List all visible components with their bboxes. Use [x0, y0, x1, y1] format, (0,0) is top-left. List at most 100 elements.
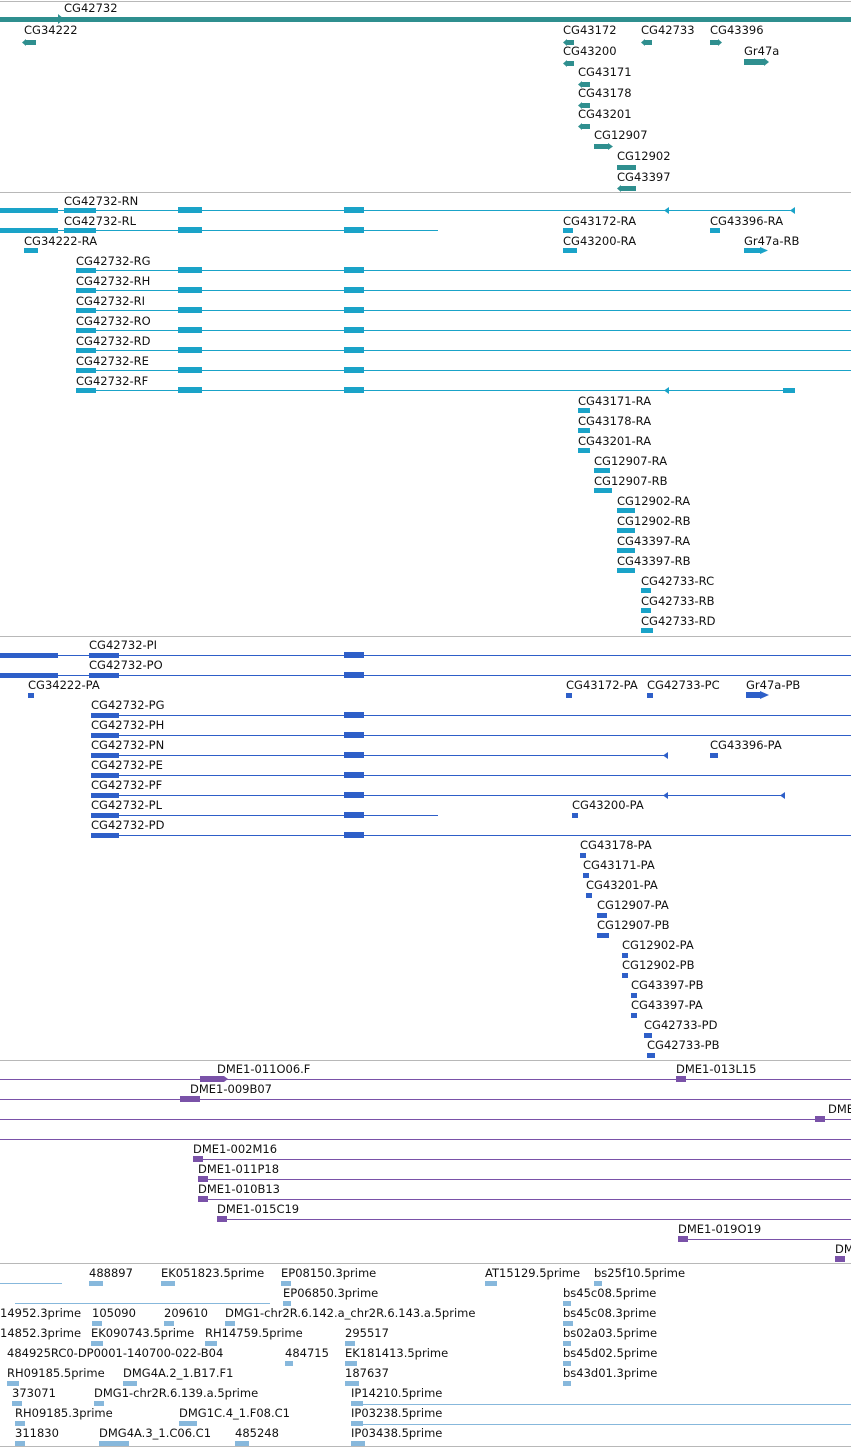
mrna-track-feature-label[interactable]: CG42732-RG — [76, 254, 151, 268]
gene-track-feature-label[interactable]: CG12907 — [594, 128, 648, 142]
gene-track-feature-label[interactable]: CG43172 — [563, 23, 617, 37]
protein-track-feature-label[interactable]: CG43178-PA — [580, 838, 652, 852]
est-track-feature-label[interactable]: EK181413.5prime — [345, 1346, 448, 1360]
protein-track[interactable] — [0, 652, 851, 1058]
est-track-feature-label[interactable]: EK090743.5prime — [91, 1326, 194, 1340]
est-track-feature-label[interactable]: DMG1C.4_1.F08.C1 — [179, 1406, 290, 1420]
protein-track-feature-label[interactable]: CG42732-PO — [89, 658, 163, 672]
mrna-track-feature-label[interactable]: CG43178-RA — [578, 414, 651, 428]
est-track-feature-label[interactable]: RH09185.5prime — [7, 1366, 105, 1380]
gene-track[interactable] — [0, 14, 851, 192]
clone-track-feature-label[interactable]: DME1 — [828, 1102, 851, 1116]
gene-track-feature-label[interactable]: CG43171 — [578, 65, 632, 79]
protein-track-feature-label[interactable]: CG42732-PD — [91, 818, 165, 832]
protein-track-feature-label[interactable]: CG42733-PD — [644, 1018, 718, 1032]
gene-track-feature-label[interactable]: Gr47a — [744, 44, 779, 58]
mrna-track-feature-label[interactable]: Gr47a-RB — [744, 234, 799, 248]
protein-track-feature-label[interactable]: CG12902-PB — [622, 958, 695, 972]
protein-track-feature-label[interactable]: CG12902-PA — [622, 938, 694, 952]
mrna-track-feature-label[interactable]: CG43201-RA — [578, 434, 651, 448]
mrna-track-feature-label[interactable]: CG34222-RA — [24, 234, 97, 248]
clone-track-feature-label[interactable]: DME1-011P18 — [198, 1162, 279, 1176]
est-track-feature-label[interactable]: 484925RC0-DP0001-140700-022-B04 — [7, 1346, 223, 1360]
protein-track-feature-label[interactable]: CG42732-PN — [91, 738, 164, 752]
est-track-feature-label[interactable]: DMG1-chr2R.6.142.a_chr2R.6.143.a.5prime — [225, 1306, 475, 1320]
est-track-feature-label[interactable]: IP03438.5prime — [351, 1426, 442, 1440]
est-track-feature-label[interactable]: DMG1-chr2R.6.139.a.5prime — [94, 1386, 258, 1400]
clone-track-feature-label[interactable]: DME1-002M16 — [193, 1142, 277, 1156]
mrna-track-feature-label[interactable]: CG42732-RD — [76, 334, 151, 348]
est-track-feature-label[interactable]: bs02a03.5prime — [563, 1326, 657, 1340]
clone-track-feature-label[interactable]: DME1-019O19 — [678, 1222, 761, 1236]
est-track-feature-label[interactable]: IP03238.5prime — [351, 1406, 442, 1420]
mrna-track-feature-label[interactable]: CG43171-RA — [578, 394, 651, 408]
protein-track-feature-label[interactable]: CG42733-PC — [647, 678, 720, 692]
gene-track-feature-label[interactable]: CG42733 — [641, 23, 695, 37]
est-track-feature-label[interactable]: IP14210.5prime — [351, 1386, 442, 1400]
mrna-track-feature-label[interactable]: CG42732-RN — [64, 194, 138, 208]
mrna-track-feature-label[interactable]: CG43396-RA — [710, 214, 783, 228]
protein-track-feature-label[interactable]: CG43397-PB — [631, 978, 704, 992]
mrna-track-feature-label[interactable]: CG12902-RA — [617, 494, 690, 508]
clone-track-feature-label[interactable]: DME1-009B07 — [190, 1082, 272, 1096]
protein-track-feature-label[interactable]: CG42732-PI — [89, 638, 157, 652]
est-track-feature-label[interactable]: AT15129.5prime — [485, 1266, 580, 1280]
est-track-feature-label[interactable]: 295517 — [345, 1326, 389, 1340]
est-track-feature-label[interactable]: bs25f10.5prime — [594, 1266, 685, 1280]
mrna-track-feature-label[interactable]: CG43397-RA — [617, 534, 690, 548]
mrna-track-feature-label[interactable]: CG42732-RH — [76, 274, 150, 288]
protein-track-feature-label[interactable]: CG12907-PB — [597, 918, 670, 932]
est-track-feature-label[interactable]: RH14759.5prime — [205, 1326, 303, 1340]
protein-track-feature-label[interactable]: CG43201-PA — [586, 878, 658, 892]
est-track-feature-label[interactable]: 484715 — [285, 1346, 329, 1360]
clone-track-feature-label[interactable]: DM — [835, 1242, 851, 1256]
est-track-feature-label[interactable]: 485248 — [235, 1426, 279, 1440]
est-track-feature-label[interactable]: bs43d01.3prime — [563, 1366, 657, 1380]
est-track-feature-label[interactable]: EP06850.3prime — [283, 1286, 378, 1300]
est-track-feature-label[interactable]: bs45d02.5prime — [563, 1346, 657, 1360]
protein-track-feature-label[interactable]: CG43171-PA — [583, 858, 655, 872]
est-track-feature-label[interactable]: RH09185.3prime — [15, 1406, 113, 1420]
protein-track-feature-label[interactable]: CG43397-PA — [631, 998, 703, 1012]
protein-track-feature-label[interactable]: CG43200-PA — [572, 798, 644, 812]
gene-track-feature-label[interactable]: CG43201 — [578, 107, 632, 121]
protein-track-feature-label[interactable]: Gr47a-PB — [746, 678, 800, 692]
protein-track-feature-label[interactable]: CG42732-PG — [91, 698, 165, 712]
mrna-track-feature-label[interactable]: CG42733-RB — [641, 594, 715, 608]
mrna-track-feature-label[interactable]: CG42733-RC — [641, 574, 714, 588]
est-track-feature-label[interactable]: DMG4A.3_1.C06.C1 — [99, 1426, 211, 1440]
gene-track-feature-label[interactable]: CG43178 — [578, 86, 632, 100]
clone-track[interactable] — [0, 1076, 851, 1262]
protein-track-feature-label[interactable]: CG43396-PA — [710, 738, 782, 752]
mrna-track-feature-label[interactable]: CG42732-RE — [76, 354, 149, 368]
protein-track-feature-label[interactable]: CG42732-PL — [91, 798, 163, 812]
est-track-feature-label[interactable]: EK051823.5prime — [161, 1266, 264, 1280]
mrna-track-feature-label[interactable]: CG42732-RI — [76, 294, 145, 308]
clone-track-feature-label[interactable]: DME1-011O06.F — [217, 1062, 310, 1076]
est-track-feature-label[interactable]: 209610 — [164, 1306, 208, 1320]
est-track-feature-label[interactable]: 373071 — [12, 1386, 56, 1400]
clone-track-feature-label[interactable]: DME1-015C19 — [217, 1202, 299, 1216]
est-track-feature-label[interactable]: DMG4A.2_1.B17.F1 — [123, 1366, 233, 1380]
protein-track-feature-label[interactable]: CG43172-PA — [566, 678, 638, 692]
protein-track-feature-label[interactable]: CG42733-PB — [647, 1038, 720, 1052]
protein-track-feature-label[interactable]: CG42732-PF — [91, 778, 162, 792]
mrna-track-feature-label[interactable]: CG42732-RO — [76, 314, 151, 328]
clone-track-feature-label[interactable]: DME1-010B13 — [198, 1182, 280, 1196]
protein-track-feature-label[interactable]: CG42732-PH — [91, 718, 164, 732]
est-track-feature-label[interactable]: EP08150.3prime — [281, 1266, 376, 1280]
gene-track-feature-label[interactable]: CG43200 — [563, 44, 617, 58]
mrna-track[interactable] — [0, 207, 851, 633]
gene-track-feature-label[interactable]: CG12902 — [617, 149, 671, 163]
mrna-track-feature-label[interactable]: CG42733-RD — [641, 614, 716, 628]
protein-track-feature-label[interactable]: CG42732-PE — [91, 758, 163, 772]
est-track-feature-label[interactable]: bs45c08.5prime — [563, 1286, 656, 1300]
est-track-feature-label[interactable]: 488897 — [89, 1266, 133, 1280]
mrna-track-feature-label[interactable]: CG12907-RB — [594, 474, 668, 488]
gene-track-feature-label[interactable]: CG34222 — [24, 23, 78, 37]
est-track-feature-label[interactable]: 311830 — [15, 1426, 59, 1440]
est-track-feature-label[interactable]: 14852.3prime — [0, 1326, 81, 1340]
clone-track-feature-label[interactable]: DME1-013L15 — [676, 1062, 757, 1076]
mrna-track-feature-label[interactable]: CG42732-RF — [76, 374, 148, 388]
protein-track-feature-label[interactable]: CG34222-PA — [28, 678, 100, 692]
